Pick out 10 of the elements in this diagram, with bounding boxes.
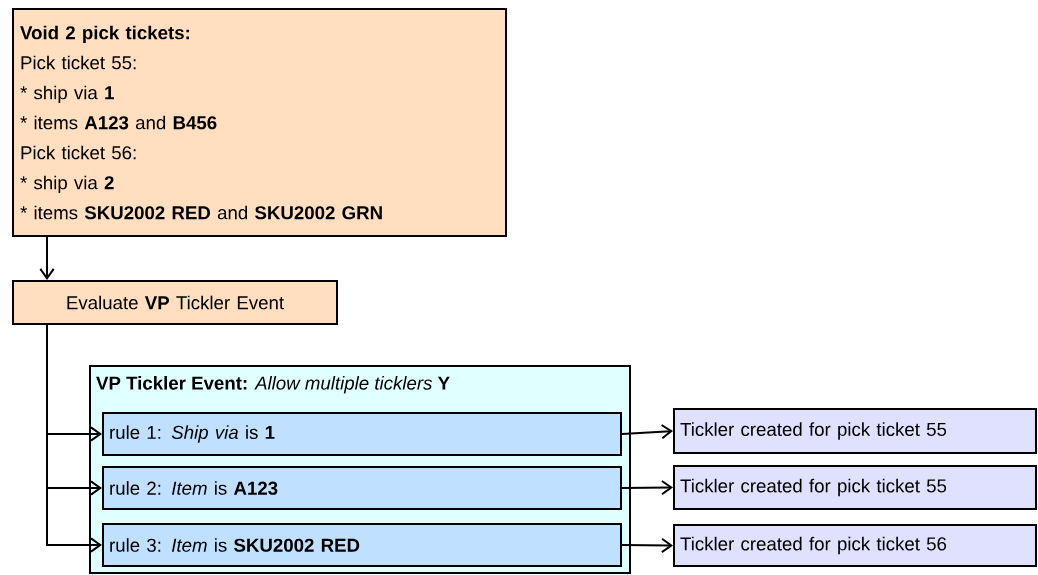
arrow: [621, 424, 673, 440]
arrow: [39, 236, 55, 280]
arrow: [621, 537, 673, 554]
note-box: Void 2 pick tickets: Pick ticket 55: * ship via 1 * items A123 and B456 Pick ticket 56: * ship via 2 * items SKU2002 RED and SKU2002 GRN: [12, 8, 507, 237]
result-box: Tickler created for pick ticket 55: [673, 408, 1037, 454]
process-box: Evaluate VP Tickler Event: [12, 280, 338, 325]
arrow: [621, 479, 673, 496]
result-box: Tickler created for pick ticket 56: [673, 524, 1037, 567]
arrow: [46, 324, 102, 553]
result-box: Tickler created for pick ticket 55: [673, 465, 1037, 510]
